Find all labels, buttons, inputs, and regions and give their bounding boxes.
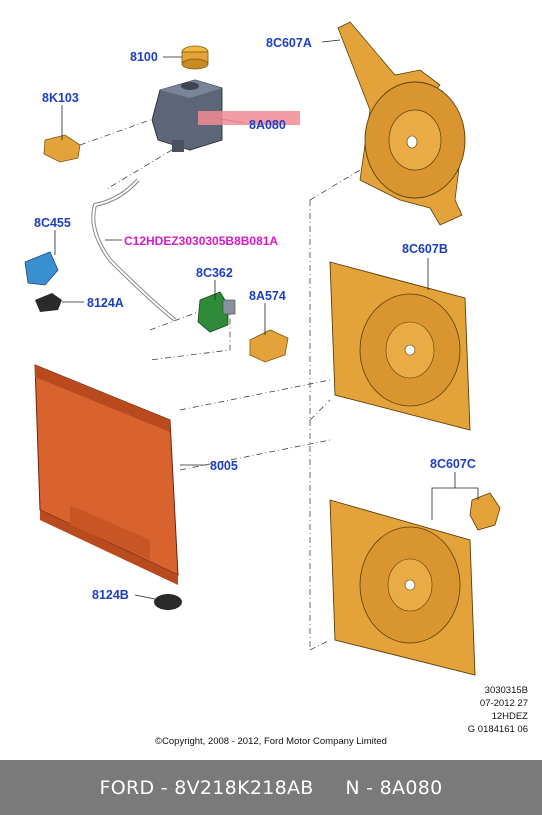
label-8124A[interactable]: 8124A bbox=[87, 296, 124, 310]
bracket-8C455 bbox=[24, 251, 59, 286]
reference-line-3: 12HDEZ bbox=[491, 711, 528, 722]
connector-8A574 bbox=[249, 329, 289, 363]
mount-8124B bbox=[154, 594, 182, 610]
footer-bar: FORD - 8V218K218AB N - 8A080 bbox=[0, 760, 542, 815]
label-8C607C[interactable]: 8C607C bbox=[430, 457, 476, 471]
expansion-tank bbox=[151, 79, 223, 152]
fan-motor-8C607A bbox=[337, 21, 466, 226]
fan-shroud-8C607C bbox=[329, 492, 501, 676]
footer-part-number: FORD - 8V218K218AB N - 8A080 bbox=[99, 776, 443, 799]
label-8C455[interactable]: 8C455 bbox=[34, 216, 71, 230]
fan-shroud-8C607B bbox=[329, 261, 471, 431]
reference-line-2: 07-2012 27 bbox=[479, 698, 528, 709]
label-leaders bbox=[54, 39, 479, 601]
label-8A080[interactable]: 8A080 bbox=[249, 118, 286, 132]
label-8C607B[interactable]: 8C607B bbox=[402, 242, 448, 256]
leader-lines bbox=[79, 119, 361, 651]
filler-cap bbox=[181, 45, 209, 70]
reference-line-4: G 0184161 06 bbox=[467, 724, 528, 735]
sensor-8C362 bbox=[197, 291, 236, 333]
reference-line-1: 3030315B bbox=[484, 685, 528, 696]
label-8C607A[interactable]: 8C607A bbox=[266, 36, 312, 50]
label-C12HDEZ[interactable]: C12HDEZ3030305B8B081A bbox=[124, 234, 279, 248]
mount-8124A bbox=[35, 293, 62, 312]
copyright-text: ©Copyright, 2008 - 2012, Ford Motor Comp… bbox=[155, 736, 387, 747]
label-8100[interactable]: 8100 bbox=[130, 50, 158, 64]
sensor-8K103 bbox=[43, 134, 81, 163]
parts-diagram bbox=[24, 21, 501, 676]
label-8C362[interactable]: 8C362 bbox=[196, 266, 233, 280]
label-8A574[interactable]: 8A574 bbox=[249, 289, 286, 303]
label-8124B[interactable]: 8124B bbox=[92, 588, 129, 602]
label-8005[interactable]: 8005 bbox=[210, 459, 238, 473]
highlight-8A080 bbox=[198, 111, 300, 125]
reference-block: 3030315B 07-2012 27 12HDEZ G 0184161 06 bbox=[468, 684, 528, 736]
radiator-8005 bbox=[34, 364, 179, 585]
label-8K103[interactable]: 8K103 bbox=[42, 91, 79, 105]
